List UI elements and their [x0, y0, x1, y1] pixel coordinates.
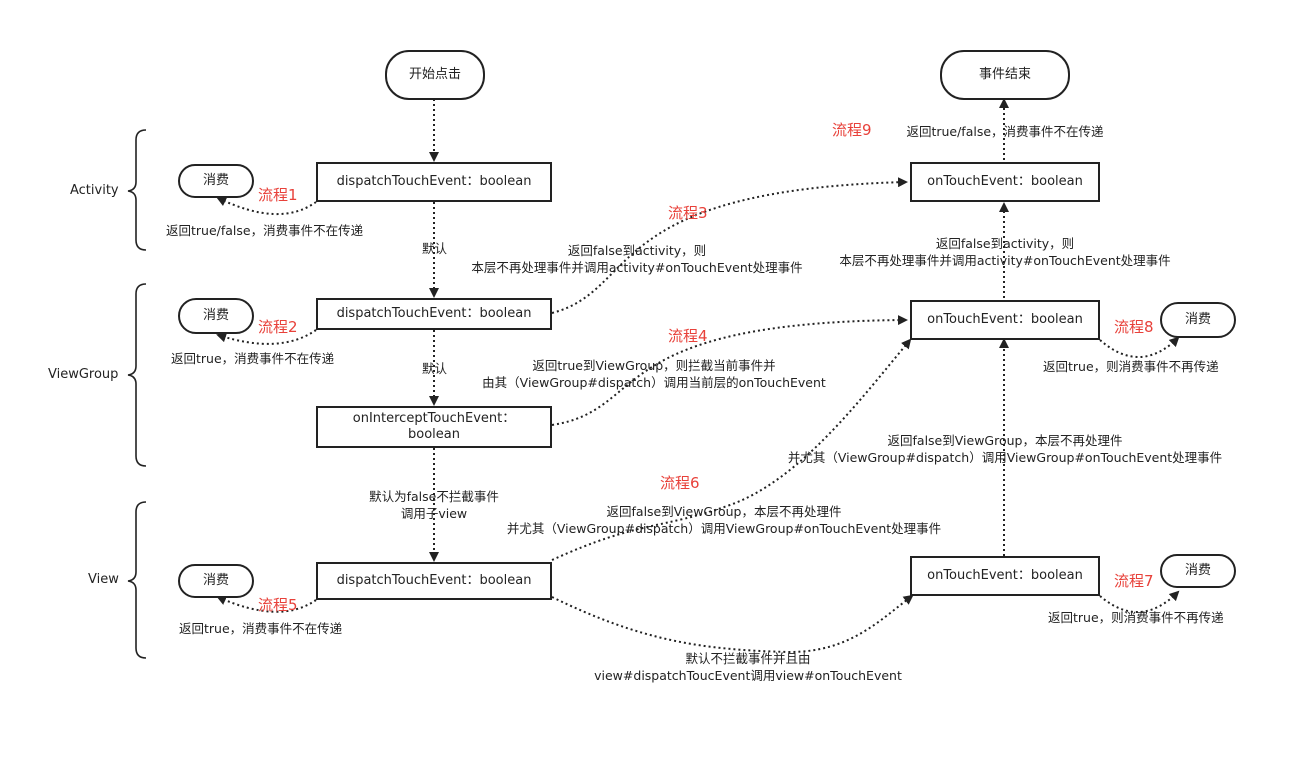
intercept-default-line1: 默认为false不拦截事件	[369, 489, 499, 504]
flow-4-line2: 由其（ViewGroup#dispatch）调用当前层的onTouchEvent	[482, 375, 826, 390]
flow-label-8: 流程8	[1114, 318, 1154, 336]
activity-dispatch-label: dispatchTouchEvent：boolean	[336, 174, 532, 189]
view-default-line1: 默认不拦截事件并且由	[685, 651, 811, 666]
consume-node-1: 消费	[178, 164, 254, 198]
brace-view	[127, 501, 147, 659]
consume-1-description: 返回true/false，消费事件不在传递	[166, 223, 364, 238]
viewgroup-dispatch-node: dispatchTouchEvent：boolean	[316, 298, 552, 330]
arrow-flow-6	[551, 338, 912, 561]
arrow-consume-2	[216, 329, 317, 345]
default-label-2: 默认	[422, 361, 448, 376]
start-node-label: 开始点击	[408, 67, 461, 82]
right-activity-line1: 返回false到activity，则	[935, 236, 1075, 251]
right-viewgroup-line2: 并尤其（ViewGroup#dispatch）调用ViewGroup#onTou…	[787, 450, 1223, 465]
consume-2-description: 返回true，消费事件不在传递	[171, 351, 335, 366]
flow-3-line2: 本层不再处理事件并调用activity#onTouchEvent处理事件	[471, 260, 803, 275]
arrow-flow-4	[551, 315, 908, 426]
flow-label-5: 流程5	[258, 596, 298, 614]
view-ontouch-node: onTouchEvent：boolean	[910, 556, 1100, 596]
consume-label-2: 消费	[202, 308, 229, 323]
consume-node-7: 消费	[1160, 554, 1236, 588]
viewgroup-ontouch-label: onTouchEvent：boolean	[927, 312, 1083, 327]
arrow-consume-1	[216, 196, 317, 216]
default-label-1: 默认	[422, 241, 448, 256]
consume-label-1: 消费	[202, 173, 229, 188]
end-description: 返回true/false，消费事件不在传递	[906, 124, 1104, 139]
flow-label-3: 流程3	[668, 204, 708, 222]
flow-label-6: 流程6	[660, 474, 700, 492]
end-node: 事件结束	[940, 50, 1070, 100]
consume-8-description: 返回true，则消费事件不再传递	[1043, 359, 1219, 374]
flow-label-2: 流程2	[258, 318, 298, 336]
viewgroup-ontouch-node: onTouchEvent：boolean	[910, 300, 1100, 340]
brace-viewgroup	[127, 283, 147, 467]
viewgroup-dispatch-label: dispatchTouchEvent：boolean	[336, 306, 532, 321]
layer-label-viewgroup: ViewGroup	[48, 367, 119, 382]
activity-dispatch-node: dispatchTouchEvent：boolean	[316, 162, 552, 202]
flow-label-4: 流程4	[668, 327, 708, 345]
consume-5-description: 返回true，消费事件不在传递	[179, 621, 343, 636]
flow-label-1: 流程1	[258, 186, 298, 204]
arrow-view-dispatch-to-ontouch	[551, 594, 914, 654]
intercept-default-line2: 调用子view	[400, 506, 468, 521]
consume-node-2: 消费	[178, 298, 254, 334]
intercept-label-line1: onInterceptTouchEvent：	[352, 411, 516, 426]
arrow-flow-3	[551, 177, 908, 314]
flow-6-line2: 并尤其（ViewGroup#dispatch）调用ViewGroup#onTou…	[506, 521, 942, 536]
layer-label-activity: Activity	[70, 183, 119, 198]
consume-node-5: 消费	[178, 564, 254, 598]
flow-label-7: 流程7	[1114, 572, 1154, 590]
brace-activity	[127, 129, 147, 251]
activity-ontouch-node: onTouchEvent：boolean	[910, 162, 1100, 202]
right-viewgroup-line1: 返回false到ViewGroup，本层不再处理件	[887, 433, 1123, 448]
view-dispatch-node: dispatchTouchEvent：boolean	[316, 562, 552, 600]
right-activity-line2: 本层不再处理事件并调用activity#onTouchEvent处理事件	[839, 253, 1171, 268]
start-node: 开始点击	[385, 50, 485, 100]
end-node-label: 事件结束	[978, 67, 1031, 82]
layer-label-view: View	[88, 572, 119, 587]
flow-3-line1: 返回false到activity，则	[567, 243, 707, 258]
consume-label-8: 消费	[1184, 312, 1211, 327]
flow-6-line1: 返回false到ViewGroup，本层不再处理件	[606, 504, 842, 519]
consume-label-7: 消费	[1184, 563, 1211, 578]
consume-7-description: 返回true，则消费事件不再传递	[1048, 610, 1224, 625]
view-ontouch-label: onTouchEvent：boolean	[927, 568, 1083, 583]
flow-label-9: 流程9	[832, 121, 872, 139]
activity-ontouch-label: onTouchEvent：boolean	[927, 174, 1083, 189]
view-dispatch-label: dispatchTouchEvent：boolean	[336, 573, 532, 588]
consume-label-5: 消费	[202, 573, 229, 588]
arrow-consume-8	[1099, 336, 1180, 358]
intercept-label-line2: boolean	[408, 427, 460, 442]
flow-4-line1: 返回true到ViewGroup，则拦截当前事件并	[532, 358, 776, 373]
view-default-line2: view#dispatchToucEvent调用view#onTouchEven…	[594, 668, 902, 683]
consume-node-8: 消费	[1160, 302, 1236, 338]
viewgroup-intercept-node: onInterceptTouchEvent： boolean	[316, 406, 552, 448]
